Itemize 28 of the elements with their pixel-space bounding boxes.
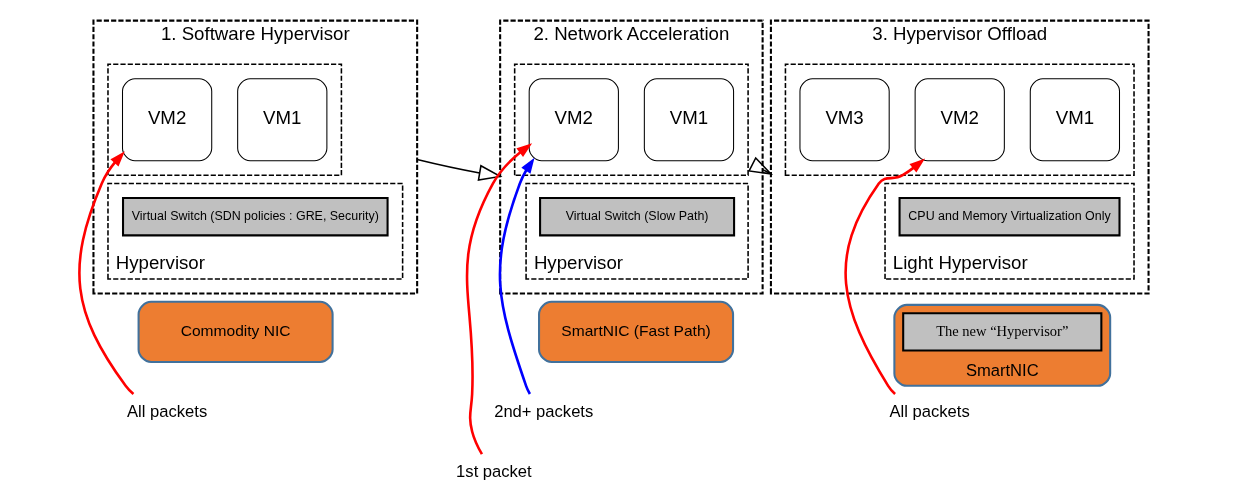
node-label: 1. Software Hypervisor [160,22,350,44]
node-box: VM3 [799,78,890,162]
cluster [92,19,419,295]
node-box: Virtual Switch (Slow Path) [539,197,736,237]
node-box: The new “Hypervisor” [902,312,1103,352]
node-label: 3. Hypervisor Offload [872,22,1048,44]
node-box: Virtual Switch (SDN policies : GRE, Security) [122,197,389,237]
arrow [78,151,135,396]
node-box: SmartNIC (Fast Path) [538,300,735,363]
node-label: 2. Network Acceleration [533,22,730,44]
arrow [465,143,533,455]
node-box: VM2 [122,78,213,162]
node-box: VM2 [914,78,1005,162]
arrow [416,158,503,182]
node-box: VM1 [237,78,328,162]
arrow [498,157,535,395]
node-box: CPU and Memory Virtualization Only [898,197,1121,237]
node-box: VM2 [528,78,619,162]
node-text: All packets [889,401,970,421]
arrow [844,158,926,395]
node-text: 1st packet [456,461,532,481]
node-text: 2nd+ packets [494,401,594,421]
cluster [499,19,764,295]
cluster [769,19,1150,295]
node-box: Commodity NIC [137,300,334,363]
node-box: VM1 [1029,78,1120,162]
node-box: VM1 [643,78,735,162]
node-text: All packets [127,401,208,421]
